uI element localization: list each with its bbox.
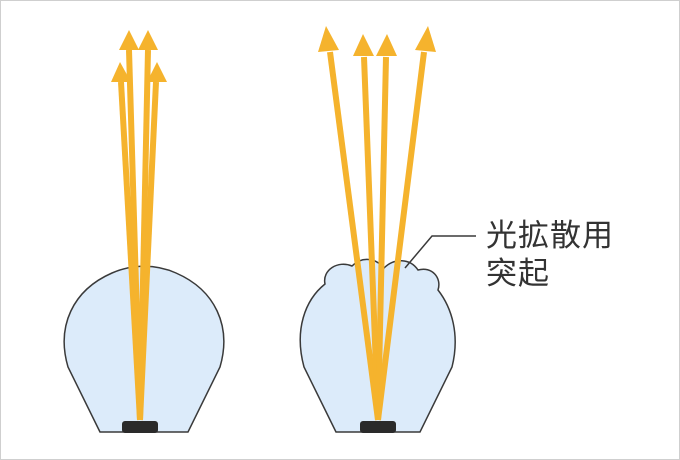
right-ray-1-arrowhead [318, 26, 339, 52]
right-led-chip [360, 421, 396, 433]
left-ray-3-arrowhead [138, 30, 158, 50]
right-ray-4-arrowhead [415, 26, 436, 52]
left-ray-2 [126, 49, 143, 421]
right-ray-3-arrowhead [376, 34, 397, 56]
callout-leader-line [404, 235, 476, 269]
right-ray-2-arrowhead [353, 34, 374, 56]
right-ray-4 [375, 51, 427, 421]
left-ray-2-arrowhead [119, 30, 139, 50]
callout-label-line2: 突起 [486, 256, 550, 292]
left-light-rays [111, 30, 167, 421]
right-ray-3 [375, 56, 389, 421]
left-led-chip [122, 421, 158, 433]
left-ray-4-arrowhead [147, 62, 167, 82]
right-ray-1 [327, 51, 381, 421]
left-ray-4 [137, 81, 159, 421]
left-ray-1-arrowhead [111, 62, 131, 82]
right-ray-2 [361, 56, 381, 421]
right-light-rays [318, 26, 436, 421]
callout-label-line1: 光拡散用 [486, 218, 614, 254]
